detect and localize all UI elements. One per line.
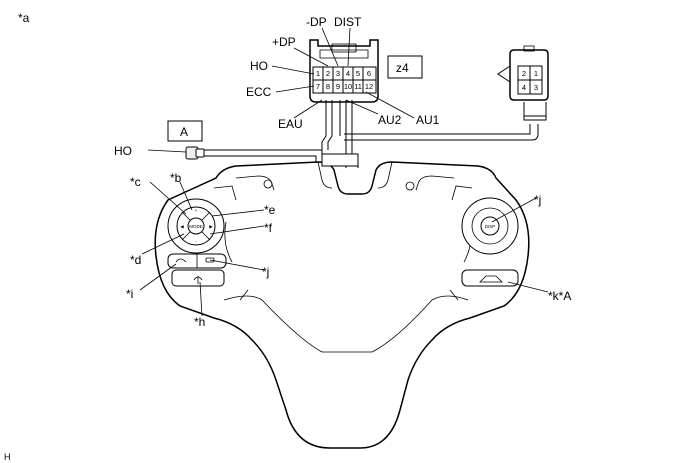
label-ecc: ECC [246,85,272,99]
seek-left-mark: ◀ [180,224,184,229]
pin-11: 11 [354,82,362,91]
label-c: *c [130,175,141,189]
label-ho-left: HO [114,144,132,158]
label-box-a: A [180,125,188,139]
volume-up-mark: + [195,208,198,213]
pin-7: 7 [316,82,320,91]
label-j-right: *j [534,193,541,207]
pin-9: 9 [336,82,340,91]
pin-5: 5 [356,69,360,78]
steering-pad-outline [154,161,530,449]
pin-3: 3 [336,69,340,78]
label-h: *h [194,315,205,329]
disp-button-text[interactable]: DISP [485,224,496,229]
lane-button[interactable] [461,269,519,287]
connector-small [497,45,549,121]
seek-right-mark: ▶ [209,224,213,229]
pin-6: 6 [367,69,371,78]
off-hook-icon [205,257,215,263]
mode-button-text[interactable]: MODE [189,224,203,229]
label-b: *b [170,171,182,185]
voice-icon [193,276,203,284]
volume-down-mark: - [195,239,197,244]
pin-2: 2 [326,69,330,78]
label-f: *f [264,221,273,235]
label-dist: DIST [334,15,362,29]
pin-1: 1 [316,69,320,78]
label-e: *e [264,203,276,217]
small-pin-2: 2 [522,69,526,78]
label-z4: z4 [396,61,409,75]
small-pin-1: 1 [534,69,538,78]
label-au1: AU1 [416,113,440,127]
pin-4: 4 [346,69,350,78]
leader-lines [139,27,549,317]
pin-8: 8 [326,82,330,91]
label-eau: EAU [278,117,303,131]
car-icon [479,275,503,283]
on-hook-icon [175,258,187,263]
small-pin-4: 4 [522,83,526,92]
voice-button[interactable] [171,269,225,287]
label-j-left: *j [262,265,269,279]
small-pin-3: 3 [534,83,538,92]
label-k-a: *k*A [548,289,571,303]
phone-buttons[interactable] [167,253,227,269]
z4-label-box [387,55,423,79]
label-i: *i [126,287,133,301]
pin-12: 12 [365,82,373,91]
label-h-corner: H [4,452,11,462]
connector-z4-pins [312,66,377,94]
wire-harness [185,100,539,168]
a-label-box [167,120,203,142]
left-control-pad [167,198,225,254]
label-ho-top: HO [250,59,268,73]
pin-10: 10 [344,82,352,91]
right-control-pad [461,197,519,255]
label-a: *a [18,11,30,25]
connector-z4 [309,39,379,103]
label-plus-dp: +DP [272,35,296,49]
label-d: *d [130,253,141,267]
label-minus-dp: -DP [306,15,327,29]
label-au2: AU2 [378,113,402,127]
